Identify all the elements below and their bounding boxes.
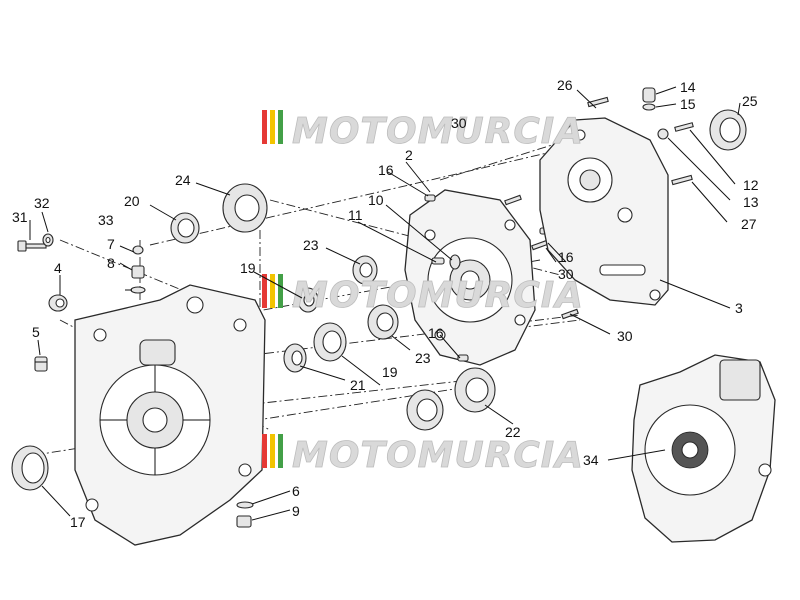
part-15-washer xyxy=(642,103,656,111)
callout-19-top: 19 xyxy=(240,260,256,276)
callout-23-bottom: 23 xyxy=(415,350,431,366)
callout-8: 8 xyxy=(107,255,115,271)
part-21-spacer xyxy=(283,343,307,373)
part-7-plug xyxy=(131,265,145,279)
callout-24: 24 xyxy=(175,172,191,188)
watermark-stripe-red xyxy=(262,110,267,144)
callout-11: 11 xyxy=(348,207,363,223)
part-20-bearing xyxy=(170,212,200,244)
leader-lines xyxy=(29,86,741,521)
watermark-stripe-yellow xyxy=(270,434,275,468)
callout-30-lower: 30 xyxy=(617,328,633,344)
part-6-washer xyxy=(236,501,254,509)
part-13-washer xyxy=(657,128,669,140)
part-9-bolt xyxy=(236,515,252,528)
callout-labels: 2 3 4 5 6 7 8 9 10 11 12 13 14 15 16 16 … xyxy=(12,77,759,530)
part-16-dowel-lower xyxy=(457,354,469,362)
part-16-dowel-upper xyxy=(424,194,436,202)
callout-32: 32 xyxy=(34,195,50,211)
watermark-bottom: MOTOMURCIA xyxy=(262,434,584,476)
part-19-bearing-upper xyxy=(297,287,319,313)
part-3-rear-cover xyxy=(539,117,669,306)
callout-30-right: 30 xyxy=(558,266,574,282)
watermark-middle: MOTOMURCIA xyxy=(262,274,584,316)
callout-31: 31 xyxy=(12,209,28,225)
part-27-bolt xyxy=(671,174,693,186)
watermark-stripe-green xyxy=(278,434,283,468)
callout-25: 25 xyxy=(742,93,758,109)
callout-9: 9 xyxy=(292,503,300,519)
watermark-stripe-green xyxy=(278,110,283,144)
callout-23-top: 23 xyxy=(303,237,319,253)
part-8-oring xyxy=(130,286,146,294)
watermark-stripe-red xyxy=(262,434,267,468)
callout-6: 6 xyxy=(292,483,300,499)
part-32-washer xyxy=(42,233,54,247)
part-26-bolt xyxy=(587,96,609,108)
part-14-breather xyxy=(642,87,656,103)
watermark-text: MOTOMURCIA xyxy=(292,275,584,316)
callout-16-bottom: 16 xyxy=(428,325,444,341)
callout-16-top: 16 xyxy=(378,162,394,178)
left-gearbox-housing xyxy=(74,284,266,546)
callout-17: 17 xyxy=(70,514,86,530)
watermark-top: MOTOMURCIA xyxy=(262,110,584,152)
part-10-pin xyxy=(449,254,461,270)
part-11-pin xyxy=(431,257,445,265)
callout-4: 4 xyxy=(54,260,62,276)
callout-12: 12 xyxy=(743,177,759,193)
callout-5: 5 xyxy=(32,324,40,340)
callout-3: 3 xyxy=(735,300,743,316)
part-30-bolt-mid xyxy=(504,194,522,206)
watermark-stripe-yellow xyxy=(270,110,275,144)
callout-30-top: 30 xyxy=(451,115,467,131)
callout-34: 34 xyxy=(583,452,599,468)
callout-22: 22 xyxy=(505,424,521,440)
part-22-bearing-left xyxy=(406,389,444,431)
watermark-text: MOTOMURCIA xyxy=(292,435,584,476)
part-4-bushing xyxy=(48,294,68,312)
watermark-text: MOTOMURCIA xyxy=(292,111,584,152)
part-2-center-housing xyxy=(404,189,536,366)
part-5-plug xyxy=(34,356,48,372)
part-31-bolt xyxy=(17,240,47,252)
callout-14: 14 xyxy=(680,79,696,95)
callout-15: 15 xyxy=(680,96,696,112)
callout-27: 27 xyxy=(741,216,757,232)
callout-13: 13 xyxy=(743,194,759,210)
callout-7: 7 xyxy=(107,236,115,252)
part-19-bearing-lower xyxy=(313,322,347,362)
part-12-bolt xyxy=(674,122,694,132)
watermark-stripe-green xyxy=(278,274,283,308)
part-23-bearing-lower xyxy=(367,304,399,340)
callout-2: 2 xyxy=(405,147,413,163)
part-34-gearbox-assembly xyxy=(631,354,776,543)
callout-26: 26 xyxy=(557,77,573,93)
watermark-stripe-yellow xyxy=(270,274,275,308)
callout-21: 21 xyxy=(350,377,366,393)
watermark-stripe-red xyxy=(262,274,267,308)
callout-16-right: 16 xyxy=(558,249,574,265)
part-17-seal xyxy=(11,445,49,491)
part-33-screw xyxy=(132,245,144,255)
part-22-bearing-right xyxy=(454,367,496,413)
callout-10: 10 xyxy=(368,192,384,208)
part-24-bearing xyxy=(222,183,268,233)
part-25-seal xyxy=(709,109,747,151)
callout-19-bottom: 19 xyxy=(382,364,398,380)
callout-33: 33 xyxy=(98,212,114,228)
callout-20: 20 xyxy=(124,193,140,209)
